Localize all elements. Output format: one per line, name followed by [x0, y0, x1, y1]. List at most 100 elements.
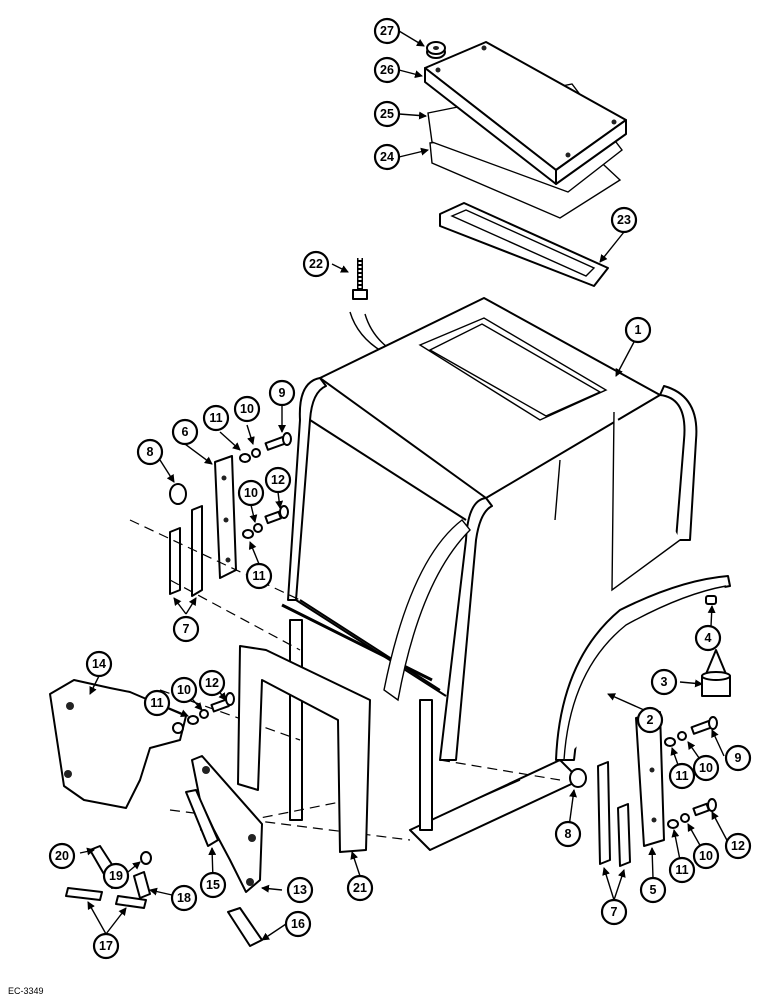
callout-18: 18 [170, 884, 198, 912]
callout-11: 11 [245, 562, 273, 590]
roof-panel-hole [565, 152, 571, 158]
lower-hardware-group [65, 692, 263, 947]
svg-text:18: 18 [177, 891, 191, 905]
svg-text:14: 14 [92, 657, 106, 671]
callout-12: 12 [198, 669, 226, 697]
washer-10a [251, 448, 261, 458]
washer-11a [239, 453, 251, 463]
alignment-line [169, 579, 301, 651]
spacer-19 [140, 851, 152, 865]
strip-7d [617, 803, 631, 867]
svg-text:8: 8 [565, 827, 572, 841]
svg-text:12: 12 [271, 473, 285, 487]
bracket-6 [214, 455, 237, 579]
svg-text:25: 25 [380, 107, 394, 121]
svg-text:11: 11 [209, 411, 222, 425]
callout-21: 21 [346, 874, 374, 902]
callout-2: 2 [636, 706, 664, 734]
callout-12: 12 [724, 832, 752, 860]
svg-text:20: 20 [55, 849, 69, 863]
callout-7: 7 [600, 898, 628, 926]
washer-11c [187, 715, 199, 725]
svg-text:10: 10 [699, 849, 713, 863]
svg-text:6: 6 [182, 425, 189, 439]
callout-23: 23 [610, 206, 638, 234]
strip-15 [185, 789, 219, 847]
svg-text:21: 21 [353, 881, 367, 895]
svg-text:10: 10 [177, 683, 191, 697]
strip-17b [115, 895, 147, 909]
callout-5: 5 [639, 876, 667, 904]
callout-22: 22 [302, 250, 330, 278]
svg-text:12: 12 [205, 676, 219, 690]
callout-27: 27 [373, 17, 401, 45]
roof-panel-hole [481, 45, 487, 51]
callout-labels: 27 26 25 24 23 22 1 9 10 11 6 8 12 10 11… [48, 17, 752, 960]
callout-17: 17 [92, 932, 120, 960]
callout-9: 9 [268, 379, 296, 407]
nut-27 [426, 41, 446, 59]
callout-26: 26 [373, 56, 401, 84]
strip-7c [597, 761, 611, 865]
callout-10: 10 [692, 842, 720, 870]
roof-panel-hole [611, 119, 617, 125]
svg-text:2: 2 [647, 713, 654, 727]
callout-11: 11 [202, 404, 230, 432]
svg-text:4: 4 [705, 631, 712, 645]
callout-24: 24 [373, 143, 401, 171]
svg-text:1: 1 [635, 323, 642, 337]
svg-text:5: 5 [650, 883, 657, 897]
roof-panel-26-side [555, 119, 627, 185]
alignment-line [129, 519, 301, 601]
svg-text:7: 7 [611, 905, 618, 919]
washer-11e [667, 819, 679, 829]
alignment-line [439, 759, 561, 781]
callout-10: 10 [237, 479, 265, 507]
svg-text:9: 9 [735, 751, 742, 765]
callout-8: 8 [554, 820, 582, 848]
roof-panel-hole [435, 67, 441, 73]
callout-16: 16 [284, 910, 312, 938]
plug-4 [705, 595, 717, 605]
svg-text:10: 10 [240, 402, 254, 416]
callout-10: 10 [233, 395, 261, 423]
roof-panel-stack [424, 41, 627, 219]
washer-11d [664, 737, 676, 747]
panel-21 [237, 645, 371, 853]
fender-2 [555, 575, 731, 761]
strip-17a [65, 887, 103, 901]
callout-6: 6 [171, 418, 199, 446]
callout-13: 13 [286, 876, 314, 904]
svg-text:24: 24 [380, 150, 394, 164]
svg-text:3: 3 [661, 675, 668, 689]
drawing-reference-code: EC-3349 [8, 986, 44, 996]
svg-text:7: 7 [183, 622, 190, 636]
spacer-8 [169, 483, 187, 505]
callout-20: 20 [48, 842, 76, 870]
svg-text:16: 16 [291, 917, 305, 931]
washer-10c [199, 709, 209, 719]
svg-text:23: 23 [617, 213, 631, 227]
callout-9: 9 [724, 744, 752, 772]
svg-text:17: 17 [99, 939, 113, 953]
right-hardware-group [569, 595, 731, 867]
svg-text:11: 11 [675, 863, 688, 877]
svg-text:10: 10 [244, 486, 258, 500]
callout-14: 14 [85, 650, 113, 678]
bolt-9 [264, 432, 292, 451]
strip-7b [169, 527, 181, 595]
callout-3: 3 [650, 668, 678, 696]
callout-1: 1 [624, 316, 652, 344]
callout-11: 11 [143, 689, 171, 717]
callout-25: 25 [373, 100, 401, 128]
svg-text:10: 10 [699, 761, 713, 775]
svg-text:13: 13 [293, 883, 307, 897]
svg-text:15: 15 [206, 878, 220, 892]
svg-text:11: 11 [675, 769, 688, 783]
washer-10e [680, 813, 690, 823]
roof-seal-23 [439, 202, 609, 287]
bolt-9b [690, 716, 718, 735]
callout-19: 19 [102, 862, 130, 890]
svg-text:8: 8 [147, 445, 154, 459]
